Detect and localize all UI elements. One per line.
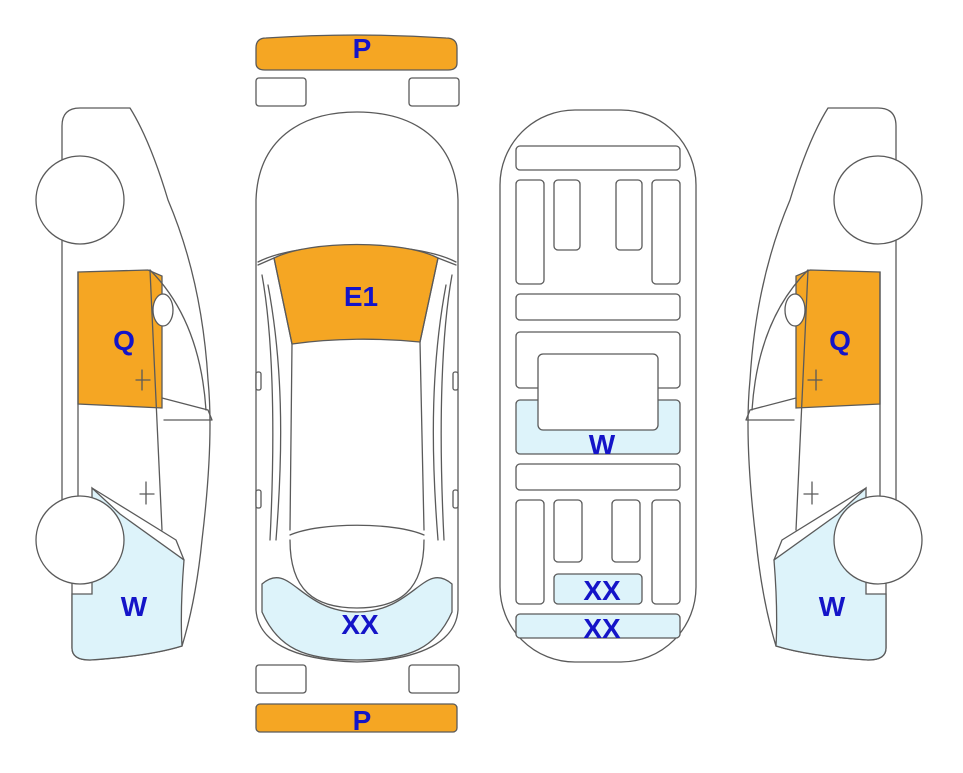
front-bumper-panel[interactable] [255, 34, 458, 71]
rear-right-light [408, 664, 460, 694]
right-rear-quarter-label: W [819, 591, 846, 622]
car-top-view [255, 34, 460, 733]
rear-window-panel[interactable] [261, 577, 453, 661]
underbody-rear-lower-label: XX [583, 613, 621, 644]
underbody-rear-upper-label: XX [583, 575, 621, 606]
right-rear-wheel [833, 495, 923, 585]
car-left-side-view [35, 107, 213, 661]
left-rear-wheel [35, 495, 125, 585]
car-underbody-view [499, 109, 697, 663]
rear-bumper-label: P [353, 705, 372, 736]
rear-window-label: XX [341, 609, 379, 640]
rear-left-light [255, 664, 307, 694]
underbody-rear-lower-panel[interactable] [515, 613, 681, 639]
front-left-light [255, 77, 307, 107]
right-front-wheel [833, 155, 923, 245]
front-right-light [408, 77, 460, 107]
underbody-rear-upper-panel[interactable] [553, 573, 643, 605]
left-door-label: Q [113, 325, 135, 356]
underbody-center-label: W [589, 429, 616, 460]
top-view-body [255, 111, 459, 663]
right-door-label: Q [829, 325, 851, 356]
rear-bumper-panel[interactable] [255, 703, 458, 733]
roof-label: E1 [344, 281, 378, 312]
left-rear-quarter-label: W [121, 591, 148, 622]
car-right-side-view [745, 107, 923, 661]
front-bumper-label: P [353, 33, 372, 64]
underbody-tank [537, 353, 659, 431]
left-front-wheel [35, 155, 125, 245]
